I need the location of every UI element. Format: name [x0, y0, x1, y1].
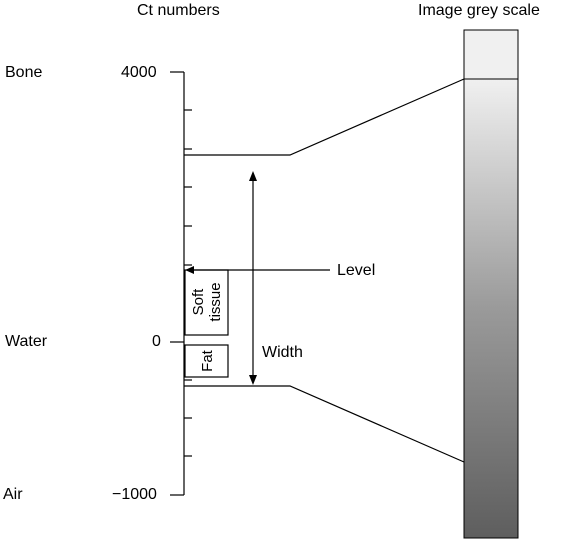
bone-label: Bone	[5, 64, 43, 81]
width-arrowhead-bottom	[249, 375, 257, 385]
tick-label-0: 0	[152, 333, 161, 350]
air-label: Air	[3, 486, 23, 503]
soft-tissue-label-line2: tissue	[207, 282, 224, 321]
tick-label-4000: 4000	[121, 64, 157, 81]
greyscale-gradient-bar	[463, 78, 519, 539]
fat-box	[184, 344, 229, 378]
greyscale-white-segment	[463, 29, 519, 80]
fat-label: Fat	[199, 349, 216, 372]
image-grey-scale-title: Image grey scale	[418, 2, 540, 19]
soft-tissue-box	[184, 269, 229, 336]
tick-label-minus-1000: −1000	[112, 486, 157, 503]
level-arrowhead	[185, 266, 194, 274]
water-label: Water	[5, 333, 48, 350]
window-upper-mapping-line	[184, 78, 465, 156]
level-label: Level	[337, 262, 376, 279]
width-arrowhead-top	[249, 171, 257, 181]
width-label: Width	[262, 344, 303, 361]
soft-tissue-label-line1: Soft	[190, 288, 207, 316]
ct-numbers-title: Ct numbers	[137, 2, 220, 19]
window-lower-mapping-line	[184, 385, 465, 463]
